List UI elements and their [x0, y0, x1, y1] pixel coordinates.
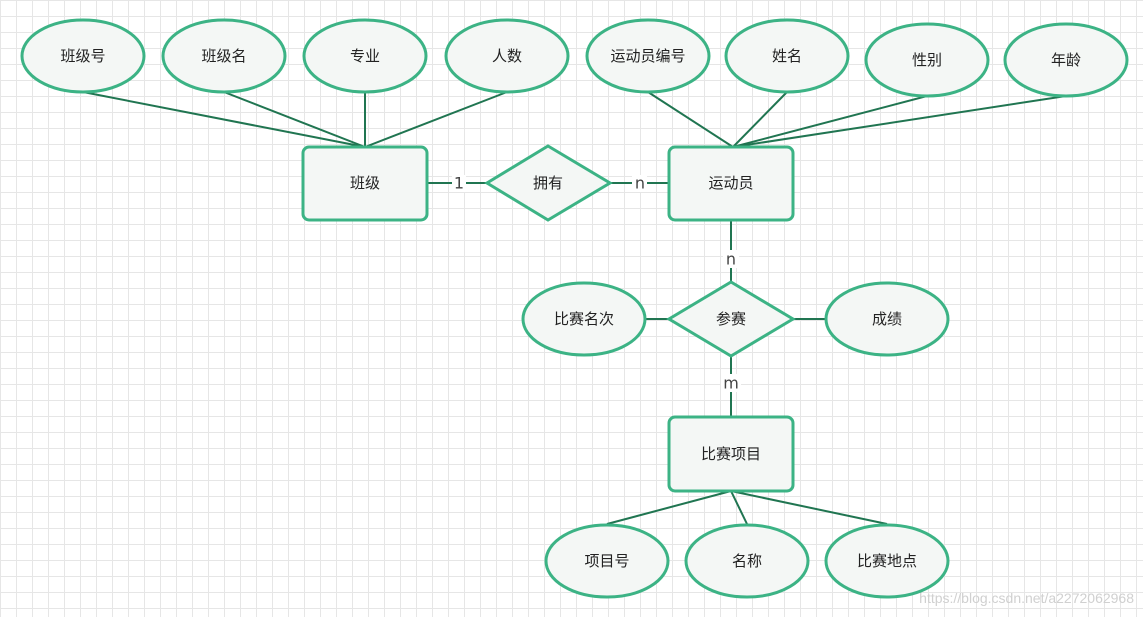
attribute-shape	[1003, 22, 1129, 98]
attribute-shape	[521, 281, 647, 357]
attribute-label: 年龄	[1051, 51, 1081, 69]
attribute-label: 成绩	[872, 310, 902, 328]
edge-athlete-no	[647, 91, 734, 148]
attribute-shape	[864, 22, 990, 98]
attributes: 班级号 班级名 专业 人数 运动员编号 姓名 性别 年龄	[20, 18, 1129, 599]
attribute-event-no[interactable]: 项目号	[544, 523, 670, 599]
relationship-label: 参赛	[716, 310, 746, 328]
attribute-shape	[161, 18, 287, 94]
attribute-class-no[interactable]: 班级号	[20, 18, 146, 94]
attribute-name[interactable]: 姓名	[724, 18, 850, 94]
attribute-score[interactable]: 成绩	[824, 281, 950, 357]
relationships: 拥有 参赛	[484, 144, 796, 358]
edge-headcount	[364, 91, 508, 148]
entities: 班级 运动员 比赛项目	[301, 145, 795, 493]
entity-label: 运动员	[708, 174, 753, 192]
attribute-athlete-no[interactable]: 运动员编号	[585, 18, 711, 94]
attribute-label: 比赛名次	[554, 310, 614, 328]
edge-venue	[730, 490, 888, 525]
relationship-shape	[484, 144, 613, 222]
entity-shape	[301, 145, 429, 222]
attribute-label: 性别	[912, 51, 942, 69]
attribute-gender[interactable]: 性别	[864, 22, 990, 98]
attribute-label: 项目号	[584, 552, 629, 570]
attribute-shape	[724, 18, 850, 94]
cardinality-class-has: 1	[454, 174, 464, 193]
edge-gender	[732, 95, 928, 148]
cardinality-event-participate: m	[723, 374, 739, 393]
attribute-shape	[684, 523, 810, 599]
card-bg-event-participate	[721, 374, 741, 392]
attribute-class-name[interactable]: 班级名	[161, 18, 287, 94]
attribute-label: 班级名	[201, 47, 246, 65]
relationship-has[interactable]: 拥有	[484, 144, 613, 222]
relationship-shape	[666, 280, 796, 358]
attribute-age[interactable]: 年龄	[1003, 22, 1129, 98]
cardinality-athlete-participate: n	[726, 250, 736, 269]
entity-label: 班级	[350, 174, 380, 192]
attribute-rank[interactable]: 比赛名次	[521, 281, 647, 357]
edge-class-no	[82, 91, 366, 148]
attribute-shape	[824, 281, 950, 357]
attribute-shape	[824, 523, 950, 599]
attribute-major[interactable]: 专业	[302, 18, 428, 94]
card-bg-athlete-participate	[723, 250, 739, 268]
entity-athlete[interactable]: 运动员	[667, 145, 795, 222]
relationship-participate[interactable]: 参赛	[666, 280, 796, 358]
attribute-label: 比赛地点	[857, 552, 917, 570]
attribute-shape	[444, 18, 570, 94]
attribute-label: 人数	[492, 47, 522, 65]
attribute-label: 名称	[732, 552, 762, 570]
attribute-label: 班级号	[60, 47, 105, 65]
attribute-venue[interactable]: 比赛地点	[824, 523, 950, 599]
edge-event-no	[606, 490, 732, 525]
attribute-label: 姓名	[772, 47, 802, 65]
edge-event-name	[730, 490, 748, 525]
entity-shape	[667, 145, 795, 222]
edge-class-name	[223, 91, 366, 148]
cardinality-athlete-has: n	[635, 174, 645, 193]
attribute-shape	[302, 18, 428, 94]
cardinality-labels: 1 n n m	[452, 174, 741, 393]
entity-shape	[667, 415, 795, 493]
entity-event[interactable]: 比赛项目	[667, 415, 795, 493]
card-bg-class-has	[452, 175, 466, 192]
edge-name	[732, 91, 788, 148]
attribute-headcount[interactable]: 人数	[444, 18, 570, 94]
attribute-label: 专业	[350, 47, 380, 65]
attribute-shape	[544, 523, 670, 599]
attribute-label: 运动员编号	[610, 47, 685, 65]
attribute-event-name[interactable]: 名称	[684, 523, 810, 599]
entity-class[interactable]: 班级	[301, 145, 429, 222]
attribute-shape	[585, 18, 711, 94]
entity-label: 比赛项目	[701, 445, 761, 463]
attribute-shape	[20, 18, 146, 94]
watermark-text: https://blog.csdn.net/a2272062968	[919, 590, 1134, 606]
card-bg-athlete-has	[632, 175, 647, 192]
edge-age	[732, 95, 1067, 148]
relationship-label: 拥有	[533, 174, 563, 192]
